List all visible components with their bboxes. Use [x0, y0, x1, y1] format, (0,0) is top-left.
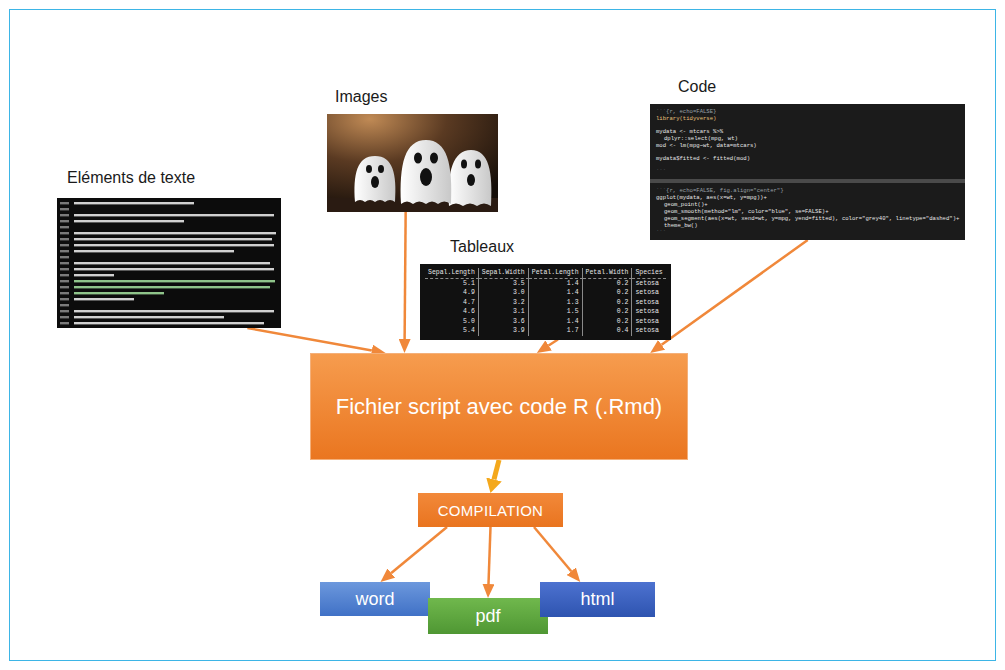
code-line: geom_segment(aes(x=wt, xend=wt, y=mpg, y… — [656, 215, 959, 222]
table-cell: 3.6 — [479, 317, 529, 327]
table-cell: 3.5 — [479, 279, 529, 289]
panel-body — [327, 114, 498, 212]
table-cell: 0.2 — [583, 317, 633, 327]
box-text-stack: word — [355, 589, 394, 610]
flow-arrow — [534, 527, 571, 571]
code-panel: Code ```{r, echo=FALSE}library(tidyverse)… — [650, 76, 965, 240]
code-line: ```{r, echo=FALSE, fig.align="center"} — [656, 187, 959, 194]
code-line: mod <- lm(mpg~wt, data=mtcars) — [656, 142, 959, 149]
table-cell: Sepal.Length — [425, 268, 479, 279]
code-screenshot: ```{r, echo=FALSE}library(tidyverse) myda… — [650, 104, 965, 240]
table-cell: 0.2 — [583, 288, 633, 298]
table-cell: 3.1 — [479, 307, 529, 317]
panel-body — [57, 198, 281, 328]
code-chunk: ```{r, echo=FALSE, fig.align="center"}gg… — [650, 183, 965, 240]
code-line: ggplot(mydata, aes(x=wt, y=mpg))+ — [656, 194, 959, 201]
code-line: ``` — [656, 168, 959, 175]
flow-arrow — [405, 212, 406, 339]
table-cell: setosa — [632, 317, 665, 327]
code-line: geom_smooth(method="lm", color="blue", s… — [656, 208, 959, 215]
table-cell: 3.2 — [479, 298, 529, 308]
images-panel: Images — [327, 86, 498, 212]
table-cell: 5.1 — [425, 279, 479, 289]
table-cell: 0.2 — [583, 298, 633, 308]
illustration-frame — [57, 198, 281, 328]
table-cell: 1.4 — [529, 288, 583, 298]
flow-arrow — [247, 328, 371, 351]
flow-arrow — [549, 340, 558, 346]
table-cell: 1.7 — [529, 326, 583, 336]
code-line: mydata$fitted <- fitted(mod) — [656, 155, 959, 162]
text-elements-panel: Eléments de texte — [57, 167, 281, 328]
chunk-separator — [650, 179, 965, 183]
tables-panel: TableauxSepal.LengthSepal.WidthPetal.Len… — [420, 236, 671, 340]
code-line: mydata <- mtcars %>% — [656, 128, 959, 135]
code-chunk: ```{r, echo=FALSE}library(tidyverse) myda… — [650, 104, 965, 179]
html-output-box: html — [540, 582, 655, 617]
table-cell: 1.4 — [529, 279, 583, 289]
table-cell: 1.5 — [529, 307, 583, 317]
table-cell: 4.6 — [425, 307, 479, 317]
box-label: pdf — [475, 606, 500, 627]
table-cell: setosa — [632, 298, 665, 308]
panel-heading: Images — [335, 86, 498, 108]
flow-arrow — [391, 527, 447, 573]
box-label: html — [580, 589, 614, 610]
table-cell: 0.2 — [583, 279, 633, 289]
box-label: Fichier script avec code R (.Rmd) — [336, 394, 662, 420]
panel-heading: Eléments de texte — [67, 167, 281, 189]
pdf-output-box: pdf — [428, 598, 548, 634]
word-output-box: word — [320, 582, 430, 616]
illustration-frame — [327, 114, 498, 212]
code-line: theme_bw() — [656, 222, 959, 229]
table-cell: 4.9 — [425, 288, 479, 298]
table-cell: Petal.Width — [583, 268, 633, 279]
rmd-script-box: Fichier script avec code R (.Rmd) — [310, 353, 688, 460]
code-line: ```{r, echo=FALSE} — [656, 108, 959, 115]
code-line: ``` — [656, 229, 959, 236]
box-text-stack: html — [580, 589, 614, 610]
code-line: dplyr::select(mpg, wt) — [656, 135, 959, 142]
compilation-box: COMPILATION — [418, 493, 563, 527]
panel-body: Sepal.LengthSepal.WidthPetal.LengthPetal… — [420, 264, 671, 340]
table-cell: 1.3 — [529, 298, 583, 308]
table-cell: 3.0 — [479, 288, 529, 298]
box-text-stack: COMPILATION — [438, 502, 544, 519]
ghost-photo — [327, 114, 498, 212]
box-text-stack: Fichier script avec code R (.Rmd) — [336, 394, 662, 420]
table-cell: 1.4 — [529, 317, 583, 327]
code-line: geom_point()+ — [656, 201, 959, 208]
table-screenshot: Sepal.LengthSepal.WidthPetal.LengthPetal… — [420, 264, 671, 340]
box-label: word — [355, 589, 394, 610]
table-cell: Species — [632, 268, 665, 279]
table-cell: 0.4 — [583, 326, 633, 336]
table-cell: setosa — [632, 326, 665, 336]
table-cell: 4.7 — [425, 298, 479, 308]
table-cell: 5.4 — [425, 326, 479, 336]
panel-heading: Tableaux — [450, 236, 671, 258]
table-cell: Sepal.Width — [479, 268, 529, 279]
box-text-stack: pdf — [475, 606, 500, 627]
flow-arrow — [494, 460, 499, 479]
flow-arrow — [488, 527, 490, 584]
table-cell: setosa — [632, 279, 665, 289]
table-cell: 0.2 — [583, 307, 633, 317]
table-cell: 5.0 — [425, 317, 479, 327]
box-label: COMPILATION — [438, 502, 544, 519]
table-cell: setosa — [632, 288, 665, 298]
text-screenshot — [57, 198, 281, 328]
table-cell: Petal.Length — [529, 268, 583, 279]
panel-heading: Code — [678, 76, 965, 98]
table-cell: 3.9 — [479, 326, 529, 336]
table-cell: setosa — [632, 307, 665, 317]
flow-arrow — [662, 240, 808, 345]
code-line: library(tidyverse) — [656, 115, 959, 122]
panel-body: ```{r, echo=FALSE}library(tidyverse) myda… — [650, 104, 965, 240]
